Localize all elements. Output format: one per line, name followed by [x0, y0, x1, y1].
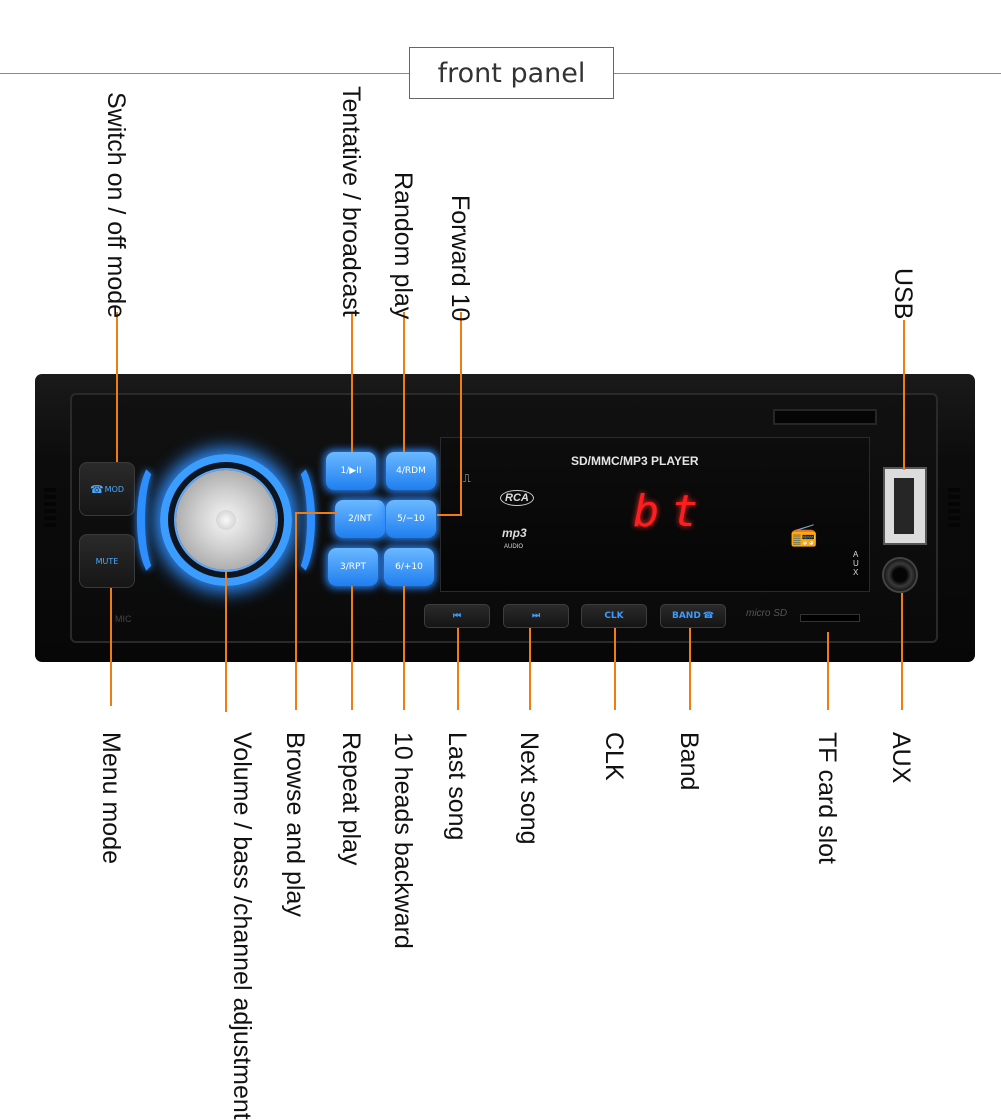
next-track-button[interactable]: ⏭ — [503, 604, 569, 628]
mic-label: MIC — [115, 614, 132, 624]
leader-band — [689, 628, 691, 710]
label-aux: AUX — [887, 732, 915, 784]
micro-sd-label: micro SD — [746, 608, 788, 619]
label-mute: Menu mode — [97, 732, 125, 865]
label-band: Band — [675, 732, 703, 791]
label-power: Switch on / off mode — [102, 92, 130, 319]
label-tf: TF card slot — [813, 732, 841, 864]
label-usb: USB — [889, 268, 917, 320]
title-rule-left — [0, 73, 409, 74]
title-rule-right — [614, 73, 1001, 74]
prev-track-button[interactable]: ⏮ — [424, 604, 490, 628]
leader-btn3 — [351, 586, 353, 710]
leader-btn4 — [403, 312, 405, 452]
leader-knob — [225, 572, 227, 712]
right-glow-arc — [275, 460, 315, 580]
tf-card-slot[interactable] — [800, 614, 860, 622]
leader-btn5 — [460, 312, 462, 516]
page-title: front panel — [409, 47, 614, 99]
diagram: front panel ☎MOD MUTE MIC 1/▶II 4/RDM 2/… — [0, 47, 1001, 1120]
mp3-logo: mp3 — [502, 526, 527, 540]
label-knob-line1: Volume / bass / — [228, 732, 256, 903]
leader-btn2-elbow — [295, 512, 337, 514]
leader-clk — [614, 628, 616, 710]
leader-mute — [110, 588, 112, 706]
cd-slot — [773, 409, 877, 425]
band-button[interactable]: BAND☎ — [660, 604, 726, 628]
aux-jack[interactable] — [882, 557, 918, 593]
label-clk: CLK — [600, 732, 628, 781]
usb-port-inner — [894, 478, 914, 534]
right-vent — [948, 488, 960, 534]
mute-button[interactable]: MUTE — [79, 534, 135, 588]
radio-icon: 📻 — [790, 522, 818, 547]
lcd-display — [440, 437, 870, 592]
label-knob: Volume / bass /channel adjustment — [198, 732, 256, 1120]
display-digits: bt — [633, 486, 710, 537]
leader-usb — [903, 320, 905, 470]
label-next: Next song — [515, 732, 543, 845]
audio-logo-text: AUDIO — [504, 544, 524, 550]
leader-next — [529, 628, 531, 710]
button-4[interactable]: 4/RDM — [386, 452, 436, 490]
label-btn2: Browse and play — [281, 732, 309, 917]
button-6[interactable]: 6/+10 — [384, 548, 434, 586]
label-knob-line2: channel adjustment — [228, 902, 256, 1120]
leader-power — [116, 312, 118, 462]
leader-prev — [457, 628, 459, 710]
mod-button[interactable]: ☎MOD — [79, 462, 135, 516]
rca-logo: RCA — [500, 490, 534, 506]
knob-center — [216, 510, 236, 530]
leader-btn2 — [295, 513, 297, 710]
label-btn5: Forward 10 — [446, 195, 474, 322]
label-btn6: 10 heads backward — [389, 732, 417, 949]
aux-mark: AUX — [853, 550, 859, 577]
label-btn1: Tentative / broadcast — [337, 86, 365, 317]
phone-icon: ☎ — [702, 611, 715, 621]
phone-icon: ☎ — [89, 482, 104, 496]
button-1[interactable]: 1/▶II — [326, 452, 376, 490]
leader-btn1 — [351, 312, 353, 452]
leader-tf — [827, 632, 829, 710]
label-btn4: Random play — [389, 172, 417, 320]
display-title: SD/MMC/MP3 PLAYER — [571, 454, 699, 468]
usb-symbol-icon: ⎍ — [463, 473, 471, 485]
clk-button[interactable]: CLK — [581, 604, 647, 628]
left-glow-arc — [137, 460, 177, 580]
label-prev: Last song — [443, 732, 471, 841]
label-btn3: Repeat play — [337, 732, 365, 866]
leader-btn6 — [403, 586, 405, 710]
button-5[interactable]: 5/−10 — [386, 500, 436, 538]
button-2[interactable]: 2/INT — [335, 500, 385, 538]
leader-btn5-elbow — [437, 514, 462, 516]
left-vent — [44, 488, 56, 534]
leader-aux — [901, 593, 903, 710]
button-3[interactable]: 3/RPT — [328, 548, 378, 586]
